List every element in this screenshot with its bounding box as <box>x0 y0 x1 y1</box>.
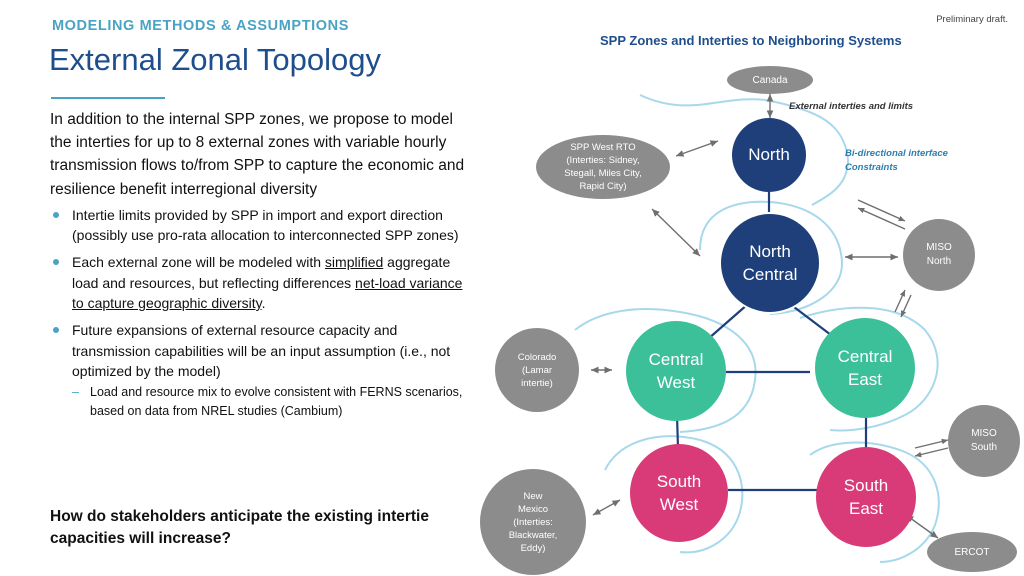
pair-arrow-3b <box>914 447 949 458</box>
bullet-text: Future expansions of external resource c… <box>72 322 451 379</box>
diagram-title: SPP Zones and Interties to Neighboring S… <box>600 33 902 48</box>
sub-bullet-text: Load and resource mix to evolve consiste… <box>90 385 463 419</box>
ext-new-mexico <box>480 469 586 575</box>
external-interties-label: External interties and limits <box>789 101 914 112</box>
ext-miso-north <box>903 219 975 291</box>
sub-bullet-item: – Load and resource mix to evolve consis… <box>50 383 470 421</box>
link-northcentral-centraleast <box>789 303 836 339</box>
ext-miso-south <box>948 405 1020 477</box>
bullet-dot <box>53 259 59 266</box>
boundary-north-central <box>699 200 844 315</box>
boundary-south-east <box>809 441 940 563</box>
bidirectional-constraints-label: Bi-directional interface Constraints <box>845 147 948 175</box>
zone-boundaries <box>574 94 940 563</box>
boundary-central-east <box>799 306 939 432</box>
external-zone-nodes <box>480 66 1020 575</box>
bidirectional-line-1: Bi-directional interface <box>845 148 948 159</box>
pair-arrow-2b <box>900 294 912 318</box>
bullet-underlined-variance: net-load variance to capture geographic … <box>72 274 463 311</box>
section-label: MODELING METHODS & ASSUMPTIONS <box>52 18 349 34</box>
bullet-text-c: aggregate load and resources, but reflec… <box>72 254 451 291</box>
bullet-list: Intertie limits provided by SPP in impor… <box>50 205 470 381</box>
ext-canada-label: Canada <box>752 74 788 86</box>
arrow-ercot <box>905 514 939 539</box>
bullet-text-e: . <box>261 295 266 311</box>
ext-colorado <box>495 328 579 412</box>
arrow-new-mexico <box>592 499 621 516</box>
intro-paragraph: In addition to the internal SPP zones, w… <box>50 111 465 198</box>
bullet-item: Each external zone will be modeled with … <box>50 252 470 313</box>
title-underline <box>51 97 165 99</box>
zone-central-west <box>626 321 726 421</box>
zone-north-label: North <box>748 145 790 164</box>
pair-arrow-3a <box>914 438 949 449</box>
bullet-dot <box>53 327 59 334</box>
bullet-underlined-simplified: simplified <box>324 254 384 271</box>
bullet-item: Intertie limits provided by SPP in impor… <box>50 205 470 246</box>
ext-spp-west-label: SPP West RTO(Interties: Sidney,Stegall, … <box>564 142 642 192</box>
zone-south-east <box>816 447 916 547</box>
sub-bullet-list: – Load and resource mix to evolve consis… <box>50 383 470 421</box>
page-title: External Zonal Topology <box>49 42 382 77</box>
ext-canada <box>727 66 813 94</box>
intertie-arrows <box>591 94 949 539</box>
boundary-south-west <box>604 435 744 554</box>
bullet-text-a: Each external zone will be modeled with <box>72 254 325 271</box>
zone-north <box>732 118 806 192</box>
bullet-text: Intertie limits provided by SPP in impor… <box>72 206 459 244</box>
zone-north-central <box>719 212 821 314</box>
pair-arrow-1a <box>857 199 906 222</box>
bullet-item: Future expansions of external resource c… <box>50 320 470 381</box>
body-text: In addition to the internal SPP zones, w… <box>50 108 470 421</box>
pair-arrow-1b <box>857 207 906 230</box>
arrow-spp-west <box>675 140 719 157</box>
zone-central-east <box>815 318 915 418</box>
boundary-central-west <box>574 308 757 433</box>
bullet-dot <box>53 211 59 218</box>
stakeholder-question: How do stakeholders anticipate the exist… <box>50 508 429 547</box>
pair-arrow-2a <box>894 289 906 313</box>
draft-note: Preliminary draft. <box>936 14 1008 25</box>
boundary-north <box>639 94 850 206</box>
ext-spp-west <box>536 135 670 199</box>
ext-ercot <box>927 532 1017 572</box>
zone-south-west <box>630 444 728 542</box>
arrow-spp-west-nc <box>651 208 701 257</box>
bidirectional-line-2: Constraints <box>845 162 898 173</box>
ext-ercot-label: ERCOT <box>954 546 990 558</box>
sub-bullet-dash: – <box>72 385 79 400</box>
internal-zone-nodes <box>626 118 916 547</box>
